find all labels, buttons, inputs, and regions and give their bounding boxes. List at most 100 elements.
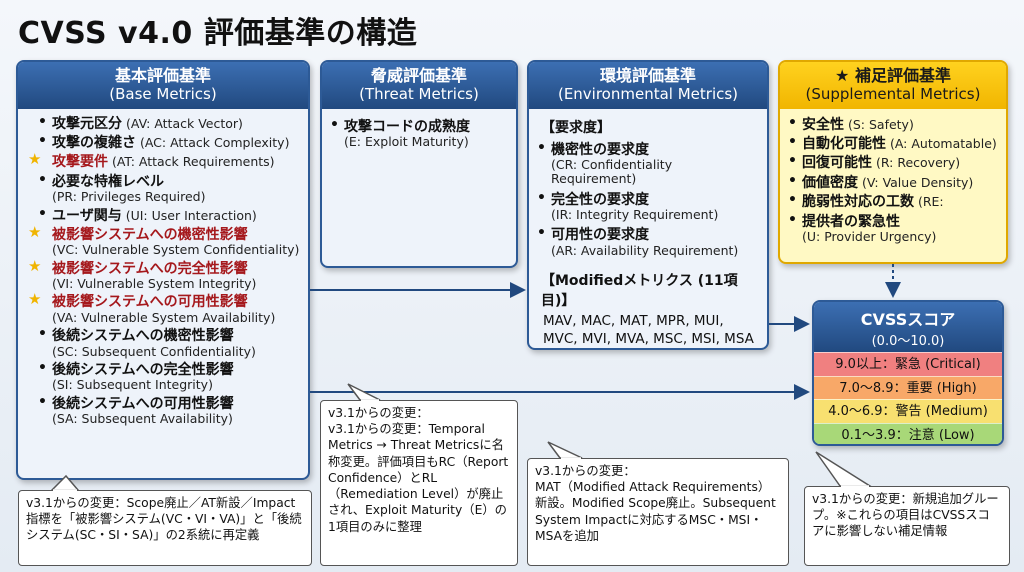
callout-tail-threat <box>347 383 381 401</box>
item-label-jp: 後続システムへの完全性影響 <box>52 361 234 378</box>
item-label-jp: 被影響システムへの機密性影響 <box>52 226 248 243</box>
list-item: • 自動化可能性 (A: Automatable) <box>788 134 998 152</box>
environmental-metrics-header: 環境評価基準 (Environmental Metrics) <box>529 62 767 109</box>
environmental-metrics-subtitle: (Environmental Metrics) <box>557 84 739 103</box>
item-label-en: (A: Automatable) <box>886 135 997 151</box>
base-metrics-panel: 基本評価基準 (Base Metrics) •攻撃元区分 (AV: Attack… <box>16 60 310 480</box>
list-item: ★ 被影響システムへの完全性影響(VI: Vulnerable System In… <box>28 257 300 292</box>
severity-level: 4.0〜6.9：警告 (Medium) <box>814 399 1002 423</box>
supplemental-metrics-panel: ★ 補足評価基準 (Supplemental Metrics) • 安全性 (S:… <box>778 60 1008 264</box>
item-label-en: (VC: Vulnerable System Confidentiality) <box>52 242 300 258</box>
item-label-jp: 完全性の要求度 <box>551 191 649 208</box>
severity-level: 9.0以上：緊急 (Critical) <box>814 352 1002 376</box>
star-icon: ★ <box>28 256 42 275</box>
star-icon: ★ <box>28 222 42 241</box>
callout-tail-env <box>547 441 583 459</box>
item-label-en: (SA: Subsequent Availability) <box>52 411 233 427</box>
bullet-icon: • <box>330 116 339 133</box>
item-label-en: (AT: Attack Requirements) <box>108 154 275 170</box>
threat-metrics-panel: 脅威評価基準 (Threat Metrics) • 攻撃コードの成熟度 (E: … <box>320 60 518 268</box>
threat-metrics-title: 脅威評価基準 <box>370 66 467 85</box>
supplemental-metrics-title: ★ 補足評価基準 <box>835 66 951 85</box>
base-change-note: v3.1からの変更：Scope廃止／AT新設／Impact指標を「被影響システム… <box>18 490 312 566</box>
list-item: • 機密性の要求度(CR: Confidentiality Requirement… <box>537 140 759 187</box>
item-label-en: (VI: Vulnerable System Integrity) <box>52 276 257 292</box>
item-label-en: (AR: Availability Requirement) <box>551 242 739 258</box>
item-label-jp: 攻撃元区分 <box>52 115 122 132</box>
list-item: ★攻撃要件 (AT: Attack Requirements) <box>28 151 300 171</box>
item-label-en: (VA: Vulnerable System Availability) <box>52 309 276 325</box>
item-label-en: (R: Recovery) <box>872 155 961 171</box>
bullet-icon: • <box>788 172 797 189</box>
env-note-text: MAT（Modified Attack Requirements）新設。Modi… <box>535 480 776 543</box>
item-label-en: (IR: Integrity Requirement) <box>551 207 719 223</box>
modified-metrics-label: 【Modifiedメトリクス (11項目)】 <box>541 273 738 310</box>
item-label-en: (CR: Confidentiality Requirement) <box>551 156 673 187</box>
list-item: •攻撃元区分 (AV: Attack Vector) <box>38 114 300 132</box>
item-label-jp: 可用性の要求度 <box>551 227 649 244</box>
item-label-jp: 安全性 <box>802 116 844 133</box>
bullet-icon: • <box>788 114 797 131</box>
threat-note-head: v3.1からの変更： <box>328 406 429 420</box>
bullet-icon: • <box>788 133 797 150</box>
severity-level: 7.0〜8.9：重要 (High) <box>814 375 1002 399</box>
bullet-icon: • <box>38 359 47 376</box>
requirement-label: 【要求度】 <box>541 119 611 136</box>
bullet-icon: • <box>38 393 47 410</box>
item-label-jp: 提供者の緊急性 <box>802 213 900 230</box>
threat-metrics-header: 脅威評価基準 (Threat Metrics) <box>322 62 516 109</box>
threat-metrics-list: • 攻撃コードの成熟度 (E: Exploit Maturity) <box>322 109 516 157</box>
item-label-jp: ユーザ関与 <box>52 207 122 224</box>
base-metrics-title: 基本評価基準 <box>114 66 211 85</box>
threat-item-en: (E: Exploit Maturity) <box>344 133 469 149</box>
threat-change-note: v3.1からの変更： v3.1からの変更：Temporal Metrics → … <box>320 400 518 566</box>
item-label-jp: 被影響システムへの完全性影響 <box>52 260 248 277</box>
page-title: CVSS v4.0 評価基準の構造 <box>18 16 418 51</box>
item-label-en: (S: Safety) <box>844 116 914 132</box>
env-note-head: v3.1からの変更： <box>535 464 636 478</box>
item-label-en: (PR: Privileges Required) <box>52 189 206 205</box>
bullet-icon: • <box>38 205 47 222</box>
list-item: •攻撃の複雑さ (AC: Attack Complexity) <box>38 133 300 151</box>
bullet-icon: • <box>38 326 47 343</box>
list-item: ★ 被影響システムへの機密性影響(VC: Vulnerable System Co… <box>28 223 300 258</box>
item-label-en: (SI: Subsequent Integrity) <box>52 377 213 393</box>
bullet-icon: • <box>537 189 546 206</box>
list-item: • 攻撃コードの成熟度 (E: Exploit Maturity) <box>330 117 508 150</box>
list-item: •価値密度 (V: Value Density) <box>788 173 998 191</box>
list-item: •回復可能性 (R: Recovery) <box>788 153 998 171</box>
severity-level: 0.1〜3.9：注意 (Low) <box>814 422 1002 444</box>
list-item: • 後続システムへの可用性影響(SA: Subsequent Availabili… <box>38 394 300 427</box>
item-label-jp: 機密性の要求度 <box>551 141 649 158</box>
bullet-icon: • <box>537 139 546 156</box>
requirement-list: • 機密性の要求度(CR: Confidentiality Requirement… <box>537 140 759 259</box>
base-metrics-subtitle: (Base Metrics) <box>109 84 217 103</box>
item-label-jp: 自動化可能性 <box>802 135 886 152</box>
list-item: •後続システムへの機密性影響(SC: Subsequent Confidenti… <box>38 326 300 359</box>
callout-tail-supp <box>815 451 873 487</box>
supplemental-metrics-list: • 安全性 (S: Safety) • 自動化可能性 (A: Automatable)… <box>780 109 1006 252</box>
list-item: ★被影響システムへの可用性影響(VA: Vulnerable System Av… <box>28 291 300 325</box>
list-item: • 完全性の要求度(IR: Integrity Requirement) <box>537 190 759 223</box>
threat-item-jp: 攻撃コードの成熟度 <box>344 118 470 135</box>
bullet-icon: • <box>537 225 546 242</box>
bullet-icon: • <box>38 171 47 188</box>
base-metrics-header: 基本評価基準 (Base Metrics) <box>18 62 308 109</box>
star-icon: ★ <box>28 290 42 309</box>
cvss-score-panel: CVSSスコア (0.0〜10.0) 9.0以上：緊急 (Critical)7.… <box>812 300 1004 446</box>
threat-metrics-subtitle: (Threat Metrics) <box>359 84 479 103</box>
item-label-jp: 後続システムへの可用性影響 <box>52 395 234 412</box>
item-label-en: (RE: <box>914 194 944 210</box>
item-label-en: (AC: Attack Complexity) <box>136 134 290 150</box>
list-item: • 可用性の要求度(AR: Availability Requirement) <box>537 225 759 258</box>
severity-levels: 9.0以上：緊急 (Critical)7.0〜8.9：重要 (High)4.0〜… <box>814 352 1002 444</box>
item-label-jp: 攻撃の複雑さ <box>52 134 136 151</box>
threat-note-text: v3.1からの変更：Temporal Metrics → Threat Metr… <box>328 422 509 534</box>
item-label-jp: 脆弱性対応の工数 <box>802 194 914 211</box>
item-label-jp: 必要な特権レベル <box>52 173 164 190</box>
item-label-en: (V: Value Density) <box>858 174 974 190</box>
cvss-score-title: CVSSスコア <box>860 310 956 329</box>
supplemental-metrics-subtitle: (Supplemental Metrics) <box>805 84 981 103</box>
list-item: • 安全性 (S: Safety) <box>788 115 998 133</box>
cvss-score-range: (0.0〜10.0) <box>871 334 945 349</box>
